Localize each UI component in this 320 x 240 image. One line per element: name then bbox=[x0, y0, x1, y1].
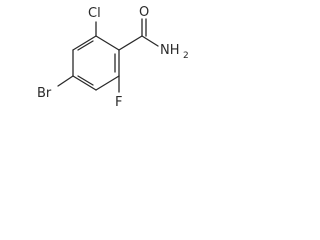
ring-bond-c3-c4 bbox=[95, 75, 120, 91]
ring-bond-c6-c1 bbox=[72, 35, 97, 51]
ring-double-bond-c4-c5 bbox=[77, 75, 94, 86]
bond-c5-br bbox=[57, 75, 74, 87]
bond-carbonyl-n bbox=[141, 35, 159, 47]
ring-double-bond-c6-c1 bbox=[77, 40, 94, 51]
ring-bond-c4-c5 bbox=[72, 75, 97, 91]
chemical-structure: Cl O NH 2 Br F bbox=[37, 5, 189, 110]
ring-bond-c1-c2 bbox=[95, 35, 120, 51]
benzene-ring bbox=[72, 35, 120, 91]
atom-label-amide-nitrogen: NH bbox=[160, 43, 180, 58]
atom-label-amide-subscript: 2 bbox=[183, 51, 189, 61]
atom-label-oxygen: O bbox=[139, 5, 149, 20]
atom-label-chlorine: Cl bbox=[88, 6, 101, 21]
atom-label-bromine: Br bbox=[37, 86, 52, 101]
atom-label-fluorine: F bbox=[115, 95, 122, 110]
bond-c2-carbonyl bbox=[118, 35, 143, 51]
